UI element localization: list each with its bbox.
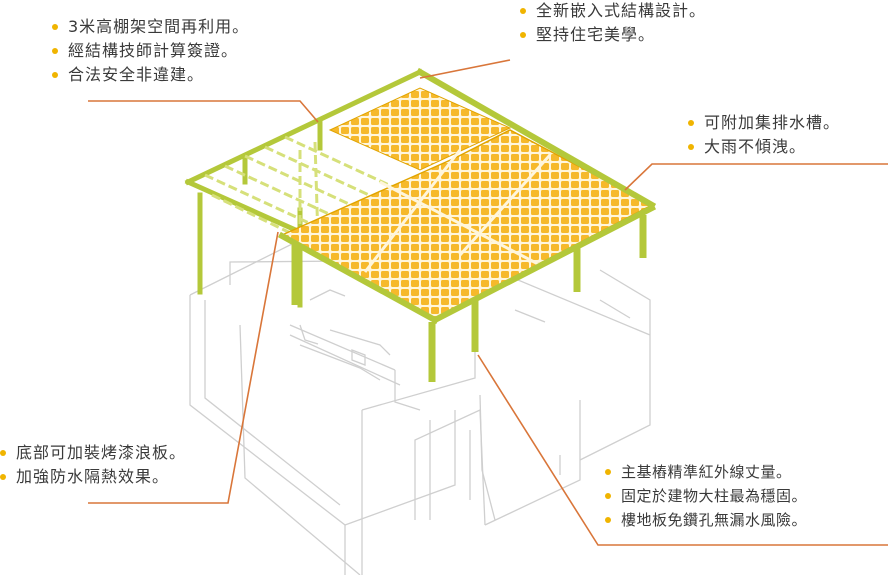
- pergola-front-frame: [277, 67, 657, 325]
- bullet-dot: [52, 72, 58, 78]
- bullet-dot: [605, 469, 611, 475]
- bullet-dot: [52, 24, 58, 30]
- bullet-dot: [0, 450, 6, 456]
- bullet-dot: [52, 48, 58, 54]
- grating-panel-seams: [363, 149, 552, 273]
- callout-bottom-right: 主基樁精準紅外線丈量。 固定於建物大柱最為穩固。 樓地板免鑽孔無漏水風險。: [605, 460, 807, 532]
- callout-item: 固定於建物大柱最為穩固。: [605, 484, 807, 508]
- callout-item: 可附加集排水槽。: [688, 111, 840, 135]
- pergola-columns: [291, 215, 647, 382]
- callout-item: 加強防水隔熱效果。: [0, 465, 186, 489]
- bullet-dot: [688, 144, 694, 150]
- bullet-dot: [605, 493, 611, 499]
- callout-item: 合法安全非違建。: [52, 63, 249, 87]
- leader-line-top-center: [419, 59, 511, 79]
- callout-item: 樓地板免鑽孔無漏水風險。: [605, 508, 807, 532]
- leader-line-right: [624, 163, 888, 191]
- grating-panel-main: [280, 129, 654, 319]
- callout-item: 底部可加裝烤漆浪板。: [0, 441, 186, 465]
- leader-line-top-left: [88, 100, 319, 123]
- building-outline: [189, 238, 651, 575]
- callout-top-left: 3米高棚架空間再利用。 經結構技師計算簽證。 合法安全非違建。: [52, 15, 249, 87]
- bullet-dot: [605, 517, 611, 523]
- callout-top-center: 全新嵌入式結構設計。 堅持住宅美學。: [520, 0, 706, 47]
- callout-bottom-left: 底部可加裝烤漆浪板。 加強防水隔熱效果。: [0, 441, 186, 489]
- bullet-dot: [0, 474, 6, 480]
- callout-item: 大雨不傾洩。: [688, 135, 840, 159]
- callout-item: 主基樁精準紅外線丈量。: [605, 460, 807, 484]
- callout-item: 經結構技師計算簽證。: [52, 39, 249, 63]
- callout-right: 可附加集排水槽。 大雨不傾洩。: [688, 111, 840, 159]
- leader-line-bottom-left: [88, 231, 279, 504]
- bullet-dot: [520, 8, 526, 14]
- leader-lines: [88, 59, 888, 546]
- callout-item: 3米高棚架空間再利用。: [52, 15, 249, 39]
- bullet-dot: [688, 120, 694, 126]
- bullet-dot: [520, 32, 526, 38]
- callout-item: 堅持住宅美學。: [520, 23, 706, 47]
- callout-item: 全新嵌入式結構設計。: [520, 0, 706, 23]
- grating-panel-rear: [328, 87, 512, 171]
- pergola-back-frame: [184, 68, 424, 308]
- leader-line-bottom-right: [477, 354, 888, 546]
